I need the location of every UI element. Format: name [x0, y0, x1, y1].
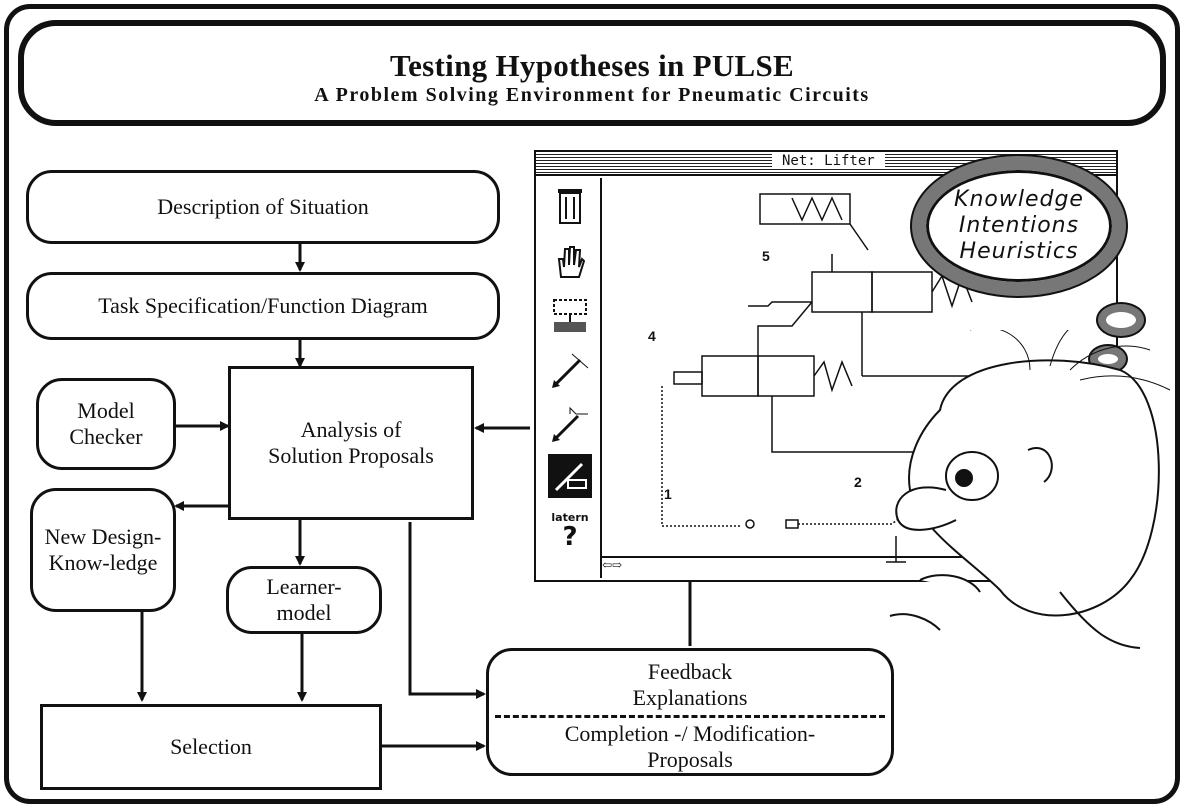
- nose-shape: [895, 486, 957, 531]
- component-icon[interactable]: [548, 294, 592, 338]
- selection-box: Selection: [40, 704, 382, 790]
- horizontal-scrollbar[interactable]: [642, 556, 1092, 558]
- question-icon: ?: [562, 521, 578, 552]
- page-title: Testing Hypotheses in PULSE: [389, 48, 795, 83]
- tool-palette: latern ?: [540, 178, 602, 578]
- thought-cloud: Knowledge Intentions Heuristics: [912, 156, 1126, 296]
- hand-icon[interactable]: [548, 240, 592, 284]
- analysis-box: Analysis of Solution Proposals: [228, 366, 474, 520]
- pencil-icon[interactable]: [548, 454, 592, 498]
- arrow-analysis-feedback: [408, 522, 486, 699]
- outer-frame: [4, 4, 1180, 804]
- circuit-label-4: 4: [648, 328, 656, 344]
- circuit-label-1: 1: [664, 486, 672, 502]
- valve2-right: [757, 355, 815, 397]
- completion-label: Completion -/ Modification-Proposals: [564, 721, 816, 773]
- feedback-box: Feedback Explanations Completion -/ Modi…: [486, 648, 894, 776]
- thought-line-3: Heuristics: [959, 238, 1079, 264]
- thought-bubble-small-1: [1098, 304, 1144, 336]
- help-tool-label: latern: [551, 510, 589, 524]
- learner-model-box: Learner-model: [226, 566, 382, 634]
- page-subtitle: A Problem Solving Environment for Pneuma…: [314, 84, 870, 106]
- thought-line-1: Knowledge: [954, 187, 1084, 213]
- cylinder-spring: [791, 196, 843, 222]
- scroll-arrows[interactable]: ⇦⇨: [602, 556, 642, 580]
- circuit-label-5: 5: [762, 248, 770, 264]
- new-design-knowledge-box: New Design-Know-ledge: [30, 488, 176, 612]
- valve-right: [871, 271, 933, 313]
- help-tool[interactable]: latern ?: [548, 508, 592, 552]
- feedback-label: Feedback Explanations: [632, 659, 748, 711]
- cylinder-shape: [759, 193, 851, 225]
- title-banner: Testing Hypotheses in PULSE A Problem So…: [18, 20, 1166, 126]
- task-specification-box: Task Specification/Function Diagram: [26, 272, 500, 340]
- window-title: Net: Lifter: [772, 153, 885, 169]
- feedback-divider: [495, 715, 885, 718]
- scroll-left-icon[interactable]: ⇦: [602, 558, 613, 572]
- description-box: Description of Situation: [26, 170, 500, 244]
- ear-shape: [1027, 447, 1053, 483]
- valve2-left: [701, 355, 759, 397]
- trash-icon[interactable]: [548, 184, 592, 228]
- thought-line-2: Intentions: [958, 213, 1080, 239]
- model-checker-box: Model Checker: [36, 378, 176, 470]
- connect-tool-icon[interactable]: [548, 348, 592, 392]
- valve-left: [811, 271, 873, 313]
- scroll-right-icon[interactable]: ⇨: [612, 558, 623, 572]
- circuit-label-2: 2: [854, 474, 862, 490]
- cartoon-learner: [889, 330, 1171, 649]
- line-tool-icon[interactable]: [548, 402, 592, 446]
